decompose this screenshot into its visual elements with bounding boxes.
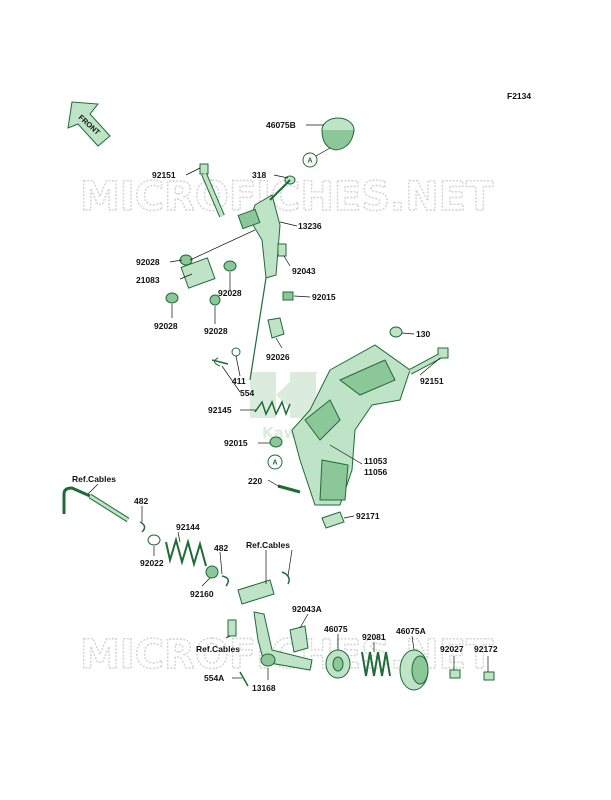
part-label-92026: 92026 — [266, 352, 290, 362]
collar-92043A — [227, 619, 237, 637]
part-label-92043A: 92043A — [292, 604, 322, 614]
part-label-46075A: 46075A — [396, 626, 426, 636]
part-label-ref-cables-left: Ref.Cables — [72, 474, 116, 484]
part-label-92151-right: 92151 — [420, 376, 444, 386]
part-label-411: 411 — [232, 376, 246, 386]
part-label-92022: 92022 — [140, 558, 164, 568]
spring-92144 — [165, 536, 207, 568]
callout-a-mid: A — [267, 454, 283, 470]
clip-92171 — [321, 511, 345, 529]
pin-554A — [239, 671, 249, 687]
part-label-130: 130 — [416, 329, 430, 339]
bracket-11053 — [291, 344, 411, 506]
front-arrow-icon: FRONT — [67, 101, 111, 147]
nut-92015-mid — [269, 436, 283, 448]
shift-knob-46075B — [321, 117, 355, 151]
pin-411-554 — [211, 347, 241, 367]
part-label-92028-a: 92028 — [136, 257, 160, 267]
link-plate — [237, 571, 290, 605]
bolt-220 — [277, 484, 301, 494]
part-label-318: 318 — [252, 170, 266, 180]
part-label-92081: 92081 — [362, 632, 386, 642]
bolt-92172 — [483, 671, 495, 681]
part-label-11053: 11053 — [364, 456, 387, 466]
clip-482-left — [139, 521, 146, 533]
bracket-92026 — [267, 317, 285, 339]
bolt-92151-right — [408, 347, 449, 375]
part-label-46075B: 46075B — [266, 120, 296, 130]
nut-92027 — [449, 669, 461, 679]
part-label-46075: 46075 — [324, 624, 348, 634]
part-label-92160: 92160 — [190, 589, 214, 599]
part-label-92015-top: 92015 — [312, 292, 336, 302]
part-label-92172: 92172 — [474, 644, 498, 654]
holder-21083 — [165, 254, 237, 306]
bolt-130 — [389, 326, 403, 338]
part-label-92028-d: 92028 — [204, 326, 228, 336]
part-label-92028-c: 92028 — [154, 321, 178, 331]
bolt-92151-top — [199, 163, 225, 218]
svg-text:A: A — [308, 158, 313, 165]
cable-end-left — [62, 486, 130, 523]
part-label-92145: 92145 — [208, 405, 232, 415]
pedal-rubber-46075A — [399, 649, 429, 691]
part-label-92151-top: 92151 — [152, 170, 176, 180]
svg-text:A: A — [273, 460, 278, 467]
shift-lever-13236 — [237, 179, 291, 279]
washer-92022 — [147, 534, 161, 546]
watermark-layer: MICROFICHES.NET MICROFICHES.NET Kawasaki — [79, 173, 494, 678]
pedal-lever-13168 — [253, 611, 313, 671]
part-label-21083: 21083 — [136, 275, 160, 285]
part-label-482-left: 482 — [134, 496, 148, 506]
leader-lines — [87, 124, 489, 680]
part-label-92144: 92144 — [176, 522, 200, 532]
spring-92145 — [254, 400, 291, 417]
part-label-554A: 554A — [204, 673, 224, 683]
part-label-ref-cables-bottom: Ref.Cables — [196, 644, 240, 654]
pedal-46075 — [325, 649, 351, 679]
spring-92081 — [361, 651, 391, 677]
part-label-92171: 92171 — [356, 511, 380, 521]
part-label-92028-b: 92028 — [218, 288, 242, 298]
part-label-220: 220 — [248, 476, 262, 486]
part-label-482-right: 482 — [214, 543, 228, 553]
part-label-92015-mid: 92015 — [224, 438, 248, 448]
spring-92015-top — [282, 291, 294, 301]
callout-a-top: A — [302, 152, 318, 168]
part-label-92043: 92043 — [292, 266, 316, 276]
collar-92160 — [205, 565, 219, 579]
part-labels: 46075B 318 92151 13236 92028 21083 92028… — [72, 120, 498, 693]
clip-482-right — [221, 575, 229, 587]
part-label-92027: 92027 — [440, 644, 464, 654]
figure-id: F2134 — [507, 91, 531, 101]
part-label-ref-cables-mid: Ref.Cables — [246, 540, 290, 550]
part-label-11056: 11056 — [364, 467, 387, 477]
part-label-554: 554 — [240, 388, 254, 398]
part-label-13168: 13168 — [252, 683, 276, 693]
part-label-13236: 13236 — [298, 221, 322, 231]
collar-92043 — [277, 243, 287, 257]
